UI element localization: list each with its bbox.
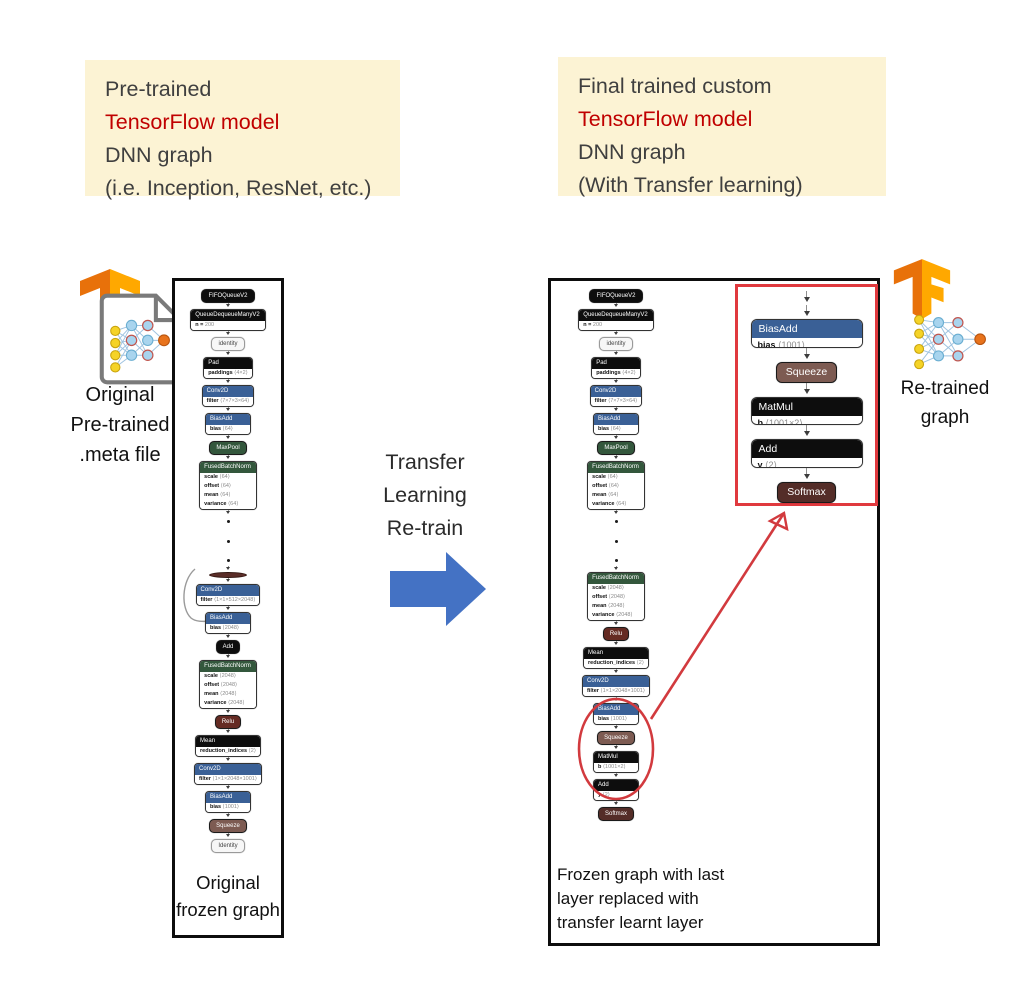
- edge-connector: [804, 348, 810, 362]
- neural-network-icon: [914, 314, 986, 370]
- right-graph-caption: Frozen graph with last layer replaced wi…: [557, 863, 747, 935]
- final-model-note: Final trained custom TensorFlow model DN…: [558, 57, 886, 197]
- graph-node-fifoqueuev2: FIFOQueueV2: [201, 289, 255, 303]
- edge-connector: [804, 425, 810, 439]
- retrained-label-line: graph: [920, 407, 970, 428]
- graph-node-squeeze: Squeeze: [775, 361, 838, 383]
- graph-node-fifoqueuev2: FIFOQueueV2: [589, 289, 643, 303]
- retrained-label-line: Re-trained: [900, 378, 990, 399]
- left-graph-caption: Original frozen graph: [175, 869, 281, 923]
- graph-node-maxpool: MaxPool: [597, 441, 635, 455]
- highlight-arrow-head: [767, 511, 789, 532]
- transfer-arrow-icon: [390, 552, 486, 626]
- transfer-learning-label: Transfer Learning Re-train: [352, 446, 498, 545]
- note-line: DNN graph: [578, 140, 686, 164]
- transfer-label-line: Learning: [383, 483, 467, 507]
- graph-node-identity: identity: [599, 337, 633, 351]
- tensorflow-logo-icon: [893, 259, 951, 320]
- edge-connector: [804, 305, 810, 319]
- caption-line: Frozen graph with last: [557, 865, 725, 884]
- arrow-shaft: [390, 571, 446, 607]
- meta-file-label-line: Original: [85, 384, 155, 406]
- meta-file-label-line: Pre-trained: [70, 414, 170, 436]
- caption-line: frozen graph: [176, 899, 280, 920]
- ellipsis-dots: [226, 516, 230, 566]
- graph-node-identity: identity: [211, 337, 245, 351]
- entry-connector: [804, 291, 810, 305]
- graph-node-softmax: Softmax: [597, 807, 634, 821]
- retrained-graph-icon-group: [880, 255, 1010, 370]
- caption-line: transfer learnt layer: [557, 913, 704, 932]
- ellipsis-dots: [614, 516, 618, 566]
- pretrained-model-note: Pre-trained TensorFlow model DNN graph (…: [85, 60, 400, 200]
- meta-file-icon-group: [70, 265, 190, 385]
- note-line-highlight: TensorFlow model: [578, 107, 753, 131]
- caption-line: Original: [196, 872, 260, 893]
- meta-file-label: Original Pre-trained .meta file: [40, 380, 200, 470]
- meta-file-document-icon: [99, 293, 183, 385]
- note-line: Final trained custom: [578, 74, 772, 98]
- note-line-highlight: TensorFlow model: [105, 110, 280, 134]
- note-line: (With Transfer learning): [578, 173, 803, 197]
- note-line: (i.e. Inception, ResNet, etc.): [105, 176, 372, 200]
- meta-file-label-line: .meta file: [79, 444, 161, 466]
- note-line: Pre-trained: [105, 77, 212, 101]
- graph-node-relu: Relu: [602, 627, 630, 641]
- caption-line: layer replaced with: [557, 889, 699, 908]
- edge-connector: [804, 383, 810, 397]
- edge-connector: [804, 468, 810, 482]
- graph-node-squeeze: Squeeze: [597, 731, 635, 745]
- graph-node-relu: Relu: [214, 715, 242, 729]
- graph-node-maxpool: MaxPool: [209, 441, 247, 455]
- graph-node-identity: Identity: [211, 839, 245, 853]
- arrow-head: [446, 552, 486, 626]
- graph-node-softmax: Softmax: [777, 482, 836, 504]
- note-line: DNN graph: [105, 143, 213, 167]
- transfer-label-line: Re-train: [386, 516, 464, 540]
- transfer-label-line: Transfer: [385, 450, 465, 474]
- graph-node-add: Add: [215, 640, 241, 654]
- retrained-graph-label: Re-trained graph: [875, 374, 1015, 432]
- graph-node-squeeze: Squeeze: [209, 819, 247, 833]
